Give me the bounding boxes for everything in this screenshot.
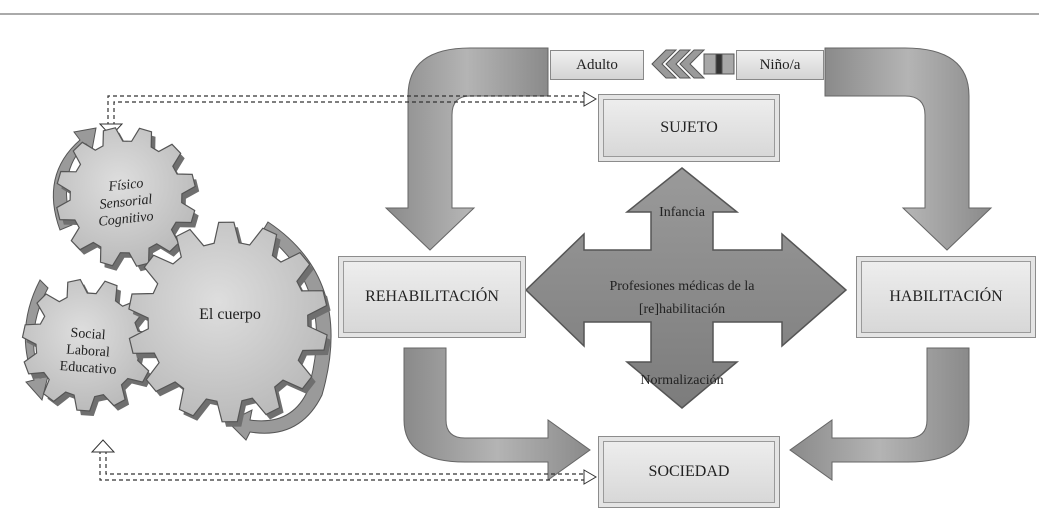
rehabilitacion-label: REHABILITACIÓN [365,288,499,305]
dashed-connector-top [107,95,586,126]
gear-top [56,127,200,272]
dashed-arrowhead-top-right [583,91,597,107]
center-title-line1: Profesiones médicas de la [609,279,755,294]
dashed-arrowhead-bottom-right [583,469,597,485]
sociedad-box: SOCIEDAD [598,436,780,508]
center-title-line2: [re]habilitación [638,302,726,317]
age-transition-arrow [651,49,735,79]
dashed-connector-bottom [99,450,586,481]
habilitacion-label: HABILITACIÓN [889,288,1003,305]
gear-main-label: El cuerpo [199,306,261,323]
gear-bottom [21,278,158,416]
adulto-box: Adulto [550,50,644,80]
gear-main [128,221,332,427]
arrow-top-left-curve [384,47,549,251]
rehabilitacion-box: REHABILITACIÓN [338,256,526,338]
gear-main-body [128,221,328,423]
habilitacion-box: HABILITACIÓN [856,256,1036,338]
gear-top-body [56,127,196,267]
arrow-bottom-left-curve [403,347,591,481]
nino-box: Niño/a [736,50,824,80]
center-top-label: Infancia [659,205,705,220]
dashed-arrowhead-bottom-left [90,439,116,453]
arrow-top-right-curve [824,47,993,251]
nino-label: Niño/a [759,56,801,73]
sociedad-label: SOCIEDAD [648,463,730,480]
sujeto-box: SUJETO [598,94,780,162]
adulto-label: Adulto [576,56,618,73]
arrow-bottom-right-curve [789,347,970,481]
center-bottom-label: Normalización [640,373,724,388]
sujeto-label: SUJETO [660,119,718,136]
center-four-way-arrow [524,167,848,409]
